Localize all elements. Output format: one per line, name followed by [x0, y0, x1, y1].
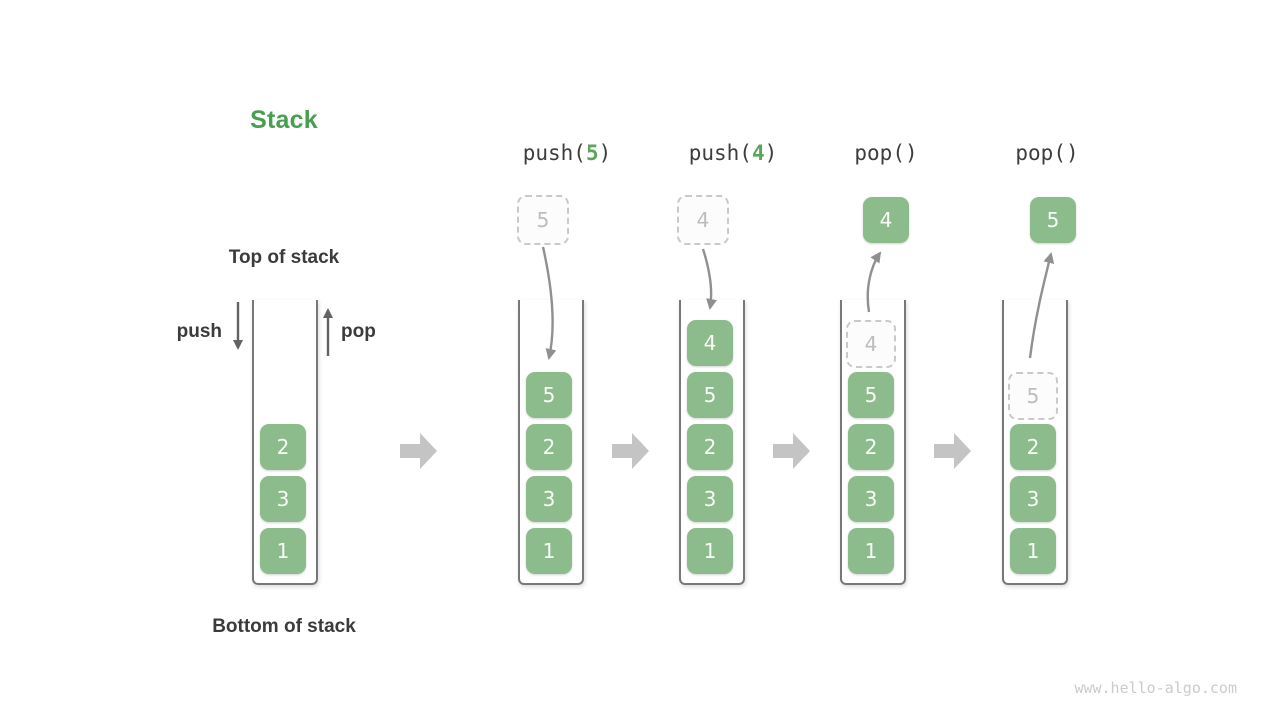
stack-cell: 3	[260, 476, 306, 522]
popped-value-box: 4	[863, 197, 909, 243]
stack-container-after-push5: 5 2 3 1	[518, 300, 584, 585]
ghost-cell: 5	[1008, 372, 1058, 420]
pop-label: pop	[341, 321, 376, 342]
stack-cell: 2	[260, 424, 306, 470]
ghost-cell: 4	[846, 320, 896, 368]
op-text: pop()	[854, 141, 918, 165]
stack-container-after-pop1: 4 5 2 3 1	[840, 300, 906, 585]
popped-value-box: 5	[1030, 197, 1076, 243]
push-label: push	[176, 321, 222, 342]
stack-cell: 2	[526, 424, 572, 470]
diagram-title: Stack	[250, 106, 318, 134]
op-text: )	[764, 141, 778, 165]
incoming-value-box: 5	[517, 195, 569, 245]
flow-arrow-icon	[612, 433, 649, 469]
watermark: www.hello-algo.com	[1074, 679, 1237, 697]
op-text: push(	[688, 141, 752, 165]
stack-cell: 5	[687, 372, 733, 418]
stack-cell: 4	[687, 320, 733, 366]
stack-cell: 1	[526, 528, 572, 574]
stack-cell: 1	[687, 528, 733, 574]
op-text: )	[598, 141, 612, 165]
operation-label-push5: push(5)	[487, 141, 647, 165]
bottom-of-stack-label: Bottom of stack	[212, 616, 356, 637]
stack-cell: 3	[848, 476, 894, 522]
stack-cell: 3	[1010, 476, 1056, 522]
op-arg: 4	[751, 141, 765, 165]
flow-arrow-icon	[400, 433, 437, 469]
stack-cell: 2	[1010, 424, 1056, 470]
top-of-stack-label: Top of stack	[228, 247, 340, 268]
stack-cell: 3	[526, 476, 572, 522]
flow-arrow-icon	[934, 433, 971, 469]
stack-cell: 3	[687, 476, 733, 522]
op-text: pop()	[1015, 141, 1079, 165]
operation-label-pop2: pop()	[967, 141, 1127, 165]
stack-container-after-push4: 4 5 2 3 1	[679, 300, 745, 585]
stack-cell: 2	[687, 424, 733, 470]
incoming-value-box: 4	[677, 195, 729, 245]
stack-cell: 1	[1010, 528, 1056, 574]
stack-container-initial: 2 3 1	[252, 300, 318, 585]
flow-arrow-icon	[773, 433, 810, 469]
stack-cell: 1	[260, 528, 306, 574]
stack-cell: 5	[848, 372, 894, 418]
op-text: push(	[522, 141, 586, 165]
stack-container-after-pop2: 5 2 3 1	[1002, 300, 1068, 585]
stack-cell: 1	[848, 528, 894, 574]
operation-label-push4: push(4)	[653, 141, 813, 165]
op-arg: 5	[585, 141, 599, 165]
stack-cell: 2	[848, 424, 894, 470]
stack-cell: 5	[526, 372, 572, 418]
operation-label-pop1: pop()	[806, 141, 966, 165]
